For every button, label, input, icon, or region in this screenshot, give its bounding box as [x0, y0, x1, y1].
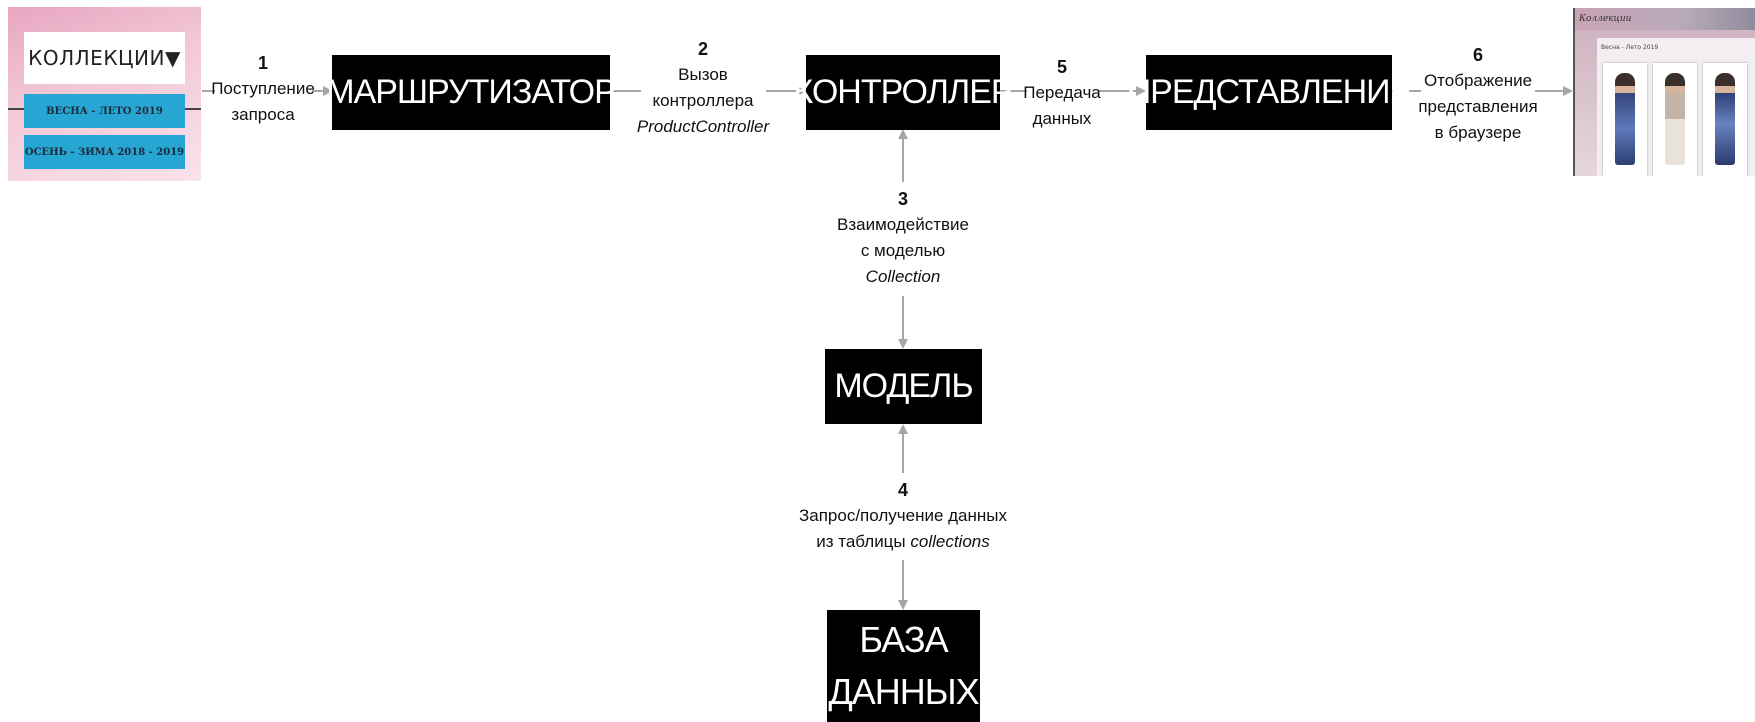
step-text: запроса — [231, 105, 295, 124]
autumn-winter-button: ОСЕНЬ - ЗИМА 2018 - 2019 — [24, 135, 185, 169]
step-3-label: 3 Взаимодействие с моделью Collection — [818, 186, 988, 290]
step-text: представления — [1418, 97, 1538, 116]
step-text: Отображение — [1423, 71, 1533, 90]
collection-subtitle: Весна - Лето 2019 — [1601, 44, 1659, 51]
step-number: 6 — [1472, 45, 1483, 65]
step-text: контроллера — [652, 91, 754, 110]
step-text: Запрос/получение данных — [798, 506, 1007, 525]
step-text-italic: Collection — [865, 267, 941, 286]
step-text-line2: из таблицы collections — [778, 529, 1028, 555]
dress-image — [1665, 73, 1685, 165]
step-number: 1 — [257, 53, 268, 73]
collections-menu-thumbnail: КОЛЛЕКЦИИ▼ ВЕСНА - ЛЕТО 2019 ОСЕНЬ - ЗИМ… — [8, 7, 201, 181]
spring-summer-button: ВЕСНА - ЛЕТО 2019 — [24, 94, 185, 128]
step-number: 5 — [1056, 57, 1067, 77]
view-box: ПРЕДСТАВЛЕНИЕ — [1127, 55, 1412, 130]
product-card — [1653, 63, 1697, 176]
step-number: 2 — [697, 39, 708, 59]
router-box: МАРШРУТИЗАТОР — [326, 55, 617, 130]
product-card — [1703, 63, 1747, 176]
browser-view-thumbnail: Коллекции Весна - Лето 2019 — [1573, 8, 1755, 176]
collections-menu-header: КОЛЛЕКЦИИ▼ — [24, 32, 185, 84]
step-1-label: 1 Поступление запроса — [208, 50, 318, 128]
database-label-line1: БАЗА — [859, 619, 948, 660]
step-text: Поступление — [211, 79, 315, 98]
step-text: Вызов — [678, 65, 728, 84]
step-4-label: 4 Запрос/получение данных из таблицы col… — [778, 477, 1028, 555]
step-5-label: 5 Передача данных — [1018, 54, 1106, 132]
step-number: 4 — [897, 480, 908, 500]
step-text-italic: ProductController — [636, 117, 770, 136]
step-text: с моделью — [860, 241, 946, 260]
step-text: из таблицы — [816, 532, 911, 551]
product-card — [1603, 63, 1647, 176]
step-text-italic: collections — [910, 532, 990, 551]
step-text: в браузере — [1434, 123, 1522, 142]
database-box: БАЗА ДАННЫХ — [827, 610, 980, 722]
model-box: МОДЕЛЬ — [825, 349, 982, 424]
database-label-line2: ДАННЫХ — [828, 671, 979, 712]
step-2-label: 2 Вызов контроллера ProductController — [628, 36, 778, 140]
step-text: Взаимодействие — [837, 215, 969, 234]
step-6-label: 6 Отображение представления в браузере — [1408, 42, 1548, 146]
site-header-bar: Коллекции — [1575, 8, 1755, 30]
dress-image — [1615, 73, 1635, 165]
step-text: Передача — [1023, 83, 1101, 102]
step-number: 3 — [897, 189, 908, 209]
step-text: данных — [1032, 109, 1092, 128]
dress-image — [1715, 73, 1735, 165]
controller-box: КОНТРОЛЛЕР — [793, 55, 1014, 130]
